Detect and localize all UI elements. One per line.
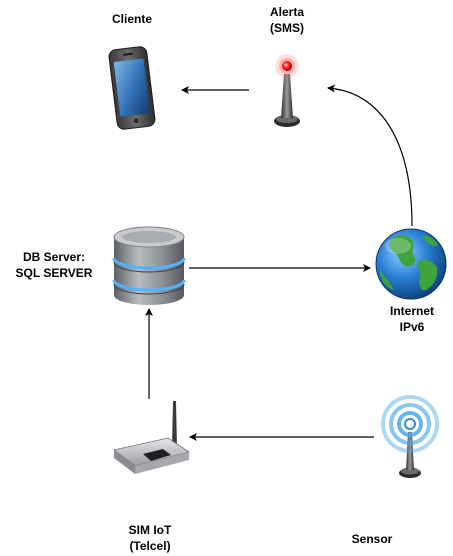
cliente-label-text: Cliente — [111, 12, 152, 26]
smartphone-icon — [108, 46, 156, 130]
router-icon — [113, 401, 190, 474]
db-server-label-line-1: DB Server: — [22, 250, 86, 264]
db-server-label-line-2: SQL SERVER — [15, 266, 93, 280]
wireless-sensor-icon — [381, 395, 439, 478]
cliente-label: Cliente — [96, 11, 168, 27]
sim-iot-label-line-1: SIM IoT — [128, 523, 172, 537]
internet-label-line-1: Internet — [389, 304, 434, 318]
globe-icon — [375, 228, 447, 300]
sensor-label-text: Sensor — [351, 532, 393, 546]
edge-internet-to-alerta — [327, 84, 413, 227]
sim-iot-label: SIM IoT (Telcel) — [110, 522, 190, 554]
alerta-label: Alerta (SMS) — [252, 4, 322, 36]
antenna-icon — [274, 54, 300, 127]
edges — [145, 84, 413, 441]
sensor-label: Sensor — [336, 531, 408, 547]
db-server-label: DB Server: SQL SERVER — [2, 249, 106, 281]
database-icon — [112, 226, 186, 305]
alerta-label-line-2: (SMS) — [270, 21, 304, 35]
internet-label: Internet IPv6 — [372, 303, 452, 335]
alerta-label-line-1: Alerta — [269, 5, 304, 19]
internet-label-line-2: IPv6 — [399, 320, 425, 334]
sim-iot-label-line-2: (Telcel) — [129, 539, 171, 553]
